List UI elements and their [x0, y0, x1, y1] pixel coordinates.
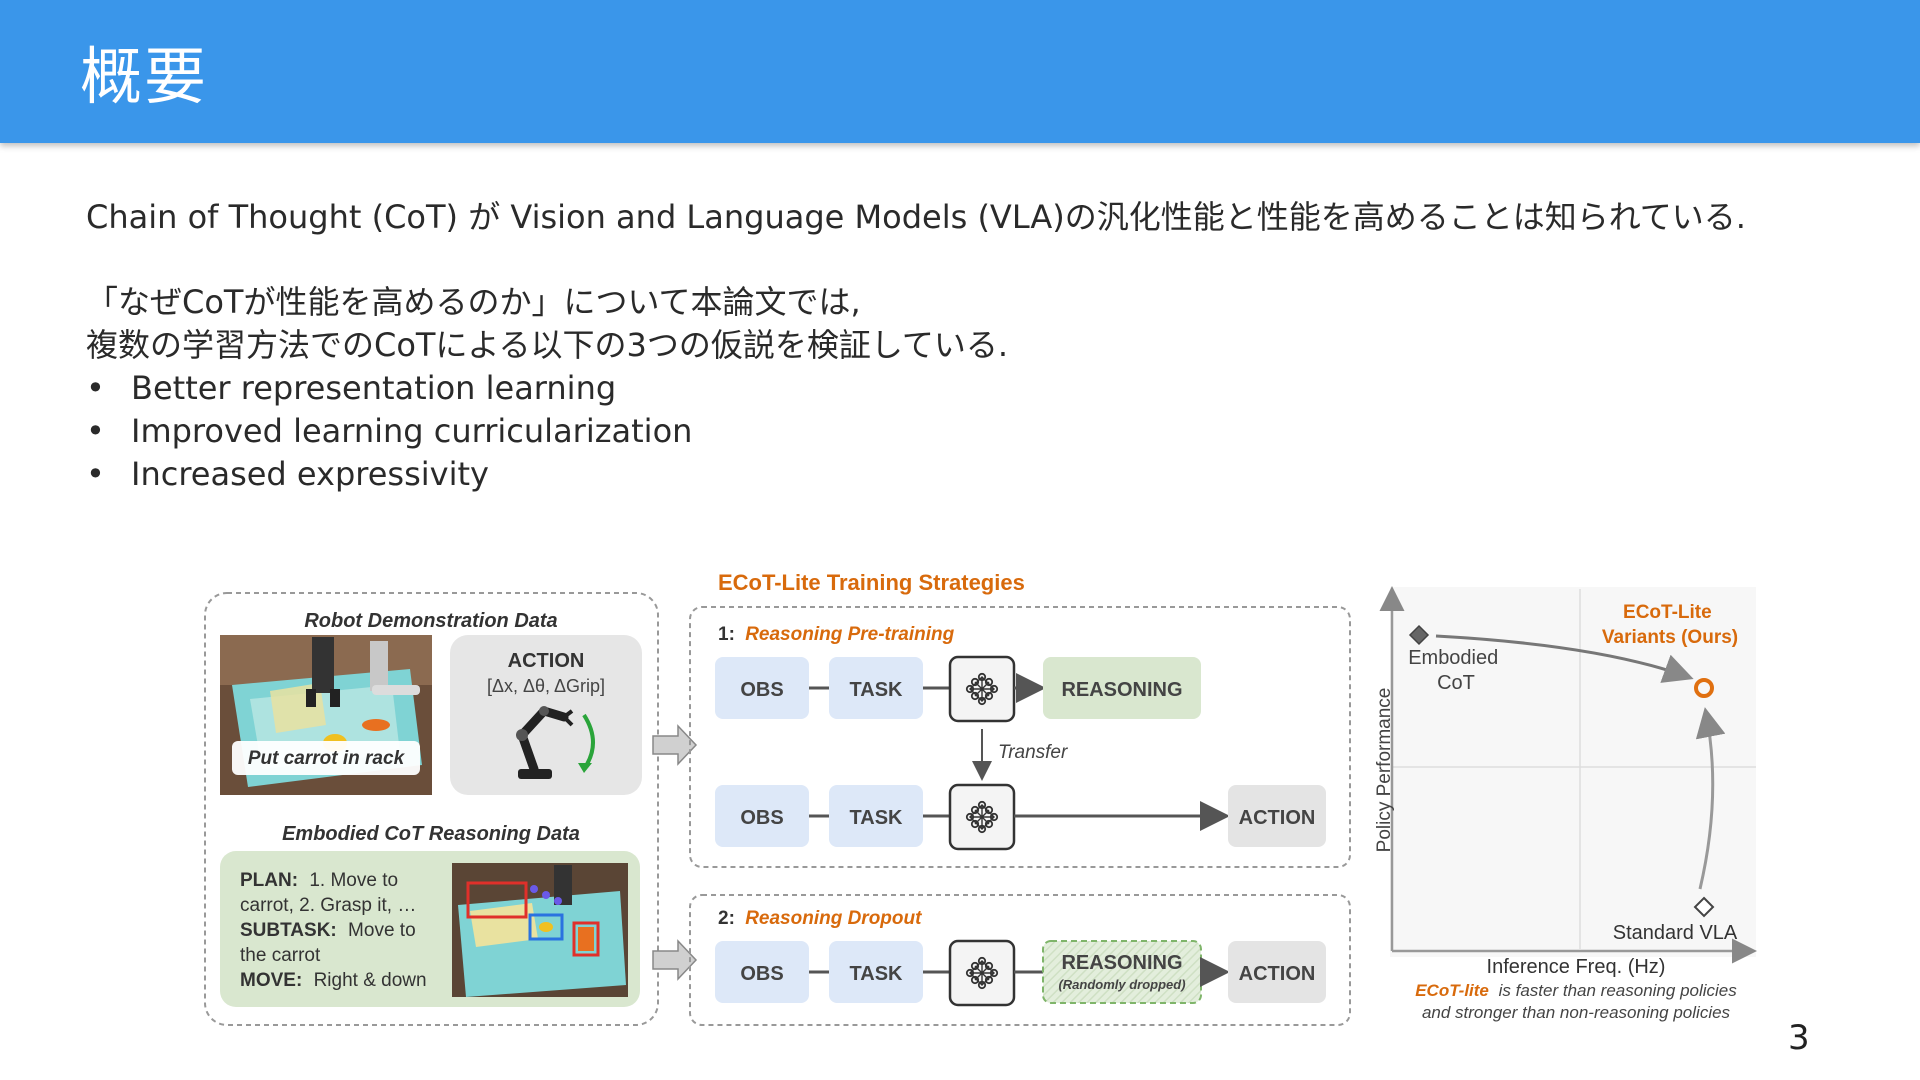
ecot-lite-marker — [1694, 678, 1714, 698]
hypothesis-list: Better representation learning Improved … — [86, 367, 1866, 496]
y-axis-label: Policy Performance — [1374, 688, 1395, 853]
page-number: 3 — [1788, 1018, 1810, 1058]
strategy2-heading: 2: Reasoning Dropout — [718, 908, 922, 929]
x-axis-label: Inference Freq. (Hz) — [1487, 956, 1666, 978]
strategy1-heading: 1: Reasoning Pre-training — [718, 624, 955, 645]
action-token: ACTION — [1239, 963, 1316, 985]
slide-title: 概要 — [80, 40, 209, 113]
embodied-cot-label: Embodied CoT — [1408, 647, 1504, 694]
obs-token: OBS — [740, 807, 783, 829]
action-token: ACTION — [1239, 807, 1316, 829]
plot-caption-line1: ECoT-lite is faster than reasoning polic… — [1415, 981, 1737, 1000]
demo-caption: Put carrot in rack — [248, 748, 406, 769]
obs-token: OBS — [740, 679, 783, 701]
standard-vla-label: Standard VLA — [1613, 922, 1738, 944]
obs-token: OBS — [740, 963, 783, 985]
task-token: TASK — [850, 963, 904, 985]
reasoning-token: REASONING — [1061, 952, 1182, 974]
randomly-dropped-note: (Randomly dropped) — [1058, 977, 1185, 992]
task-token: TASK — [850, 807, 904, 829]
slide-header: 概要 — [0, 0, 1920, 143]
flow-arrow-icon — [652, 724, 698, 766]
reasoning-token: REASONING — [1061, 679, 1182, 701]
tradeoff-plot: Policy Performance Inference Freq. (Hz) … — [1374, 586, 1757, 1022]
intro-text: Chain of Thought (CoT) が Vision and Lang… — [86, 198, 1746, 236]
embodied-cot-marker — [1408, 624, 1430, 646]
data-sources-panel: Robot Demonstration Data Put carrot in r… — [204, 592, 659, 1026]
hypothesis-item: Increased expressivity — [86, 453, 1866, 496]
hypothesis-item: Better representation learning — [86, 367, 1866, 410]
pretraining-action-row: OBS TASK ACTION — [715, 783, 1326, 851]
action-vars: [Δx, Δθ, ΔGrip] — [487, 676, 605, 696]
pretraining-reasoning-row: OBS TASK REASONING — [715, 655, 1201, 723]
demo-data-title: Robot Demonstration Data — [304, 610, 557, 632]
question-line-1: 「なぜCoTが性能を高めるのか」について本論文では, — [86, 283, 861, 321]
slide-body: Chain of Thought (CoT) が Vision and Lang… — [86, 196, 1866, 496]
strategies-title: ECoT-Lite Training Strategies — [718, 570, 1025, 595]
transfer-label: Transfer — [998, 742, 1068, 763]
flow-arrow-icon — [652, 939, 698, 981]
hypothesis-item: Improved learning curricularization — [86, 410, 1866, 453]
ecot-data-title: Embodied CoT Reasoning Data — [282, 823, 580, 845]
task-token: TASK — [850, 679, 904, 701]
question-line-2: 複数の学習方法でのCoTによる以下の3つの仮説を検証している. — [86, 326, 1009, 364]
annotated-robot-photo — [452, 863, 628, 997]
standard-vla-marker — [1693, 896, 1715, 918]
action-title: ACTION — [508, 650, 585, 672]
ecot-lite-label: ECoT-Lite Variants (Ours) — [1602, 602, 1738, 648]
reasoning-example-text: PLAN: 1. Move to carrot, 2. Grasp it, … … — [240, 870, 427, 991]
training-strategies-panel: ECoT-Lite Training Strategies 1: Reasoni… — [689, 570, 1351, 1026]
plot-caption-line2: and stronger than non-reasoning policies — [1422, 1003, 1731, 1022]
figure-svg: Robot Demonstration Data Put carrot in r… — [204, 570, 1757, 1026]
ecot-lite-figure: Robot Demonstration Data Put carrot in r… — [200, 565, 1760, 1035]
dropout-row: OBS TASK REASONING (Randomly dropped) AC… — [715, 939, 1326, 1007]
robot-sink-photo: Put carrot in rack — [220, 635, 432, 795]
robot-arm-icon — [516, 706, 595, 779]
